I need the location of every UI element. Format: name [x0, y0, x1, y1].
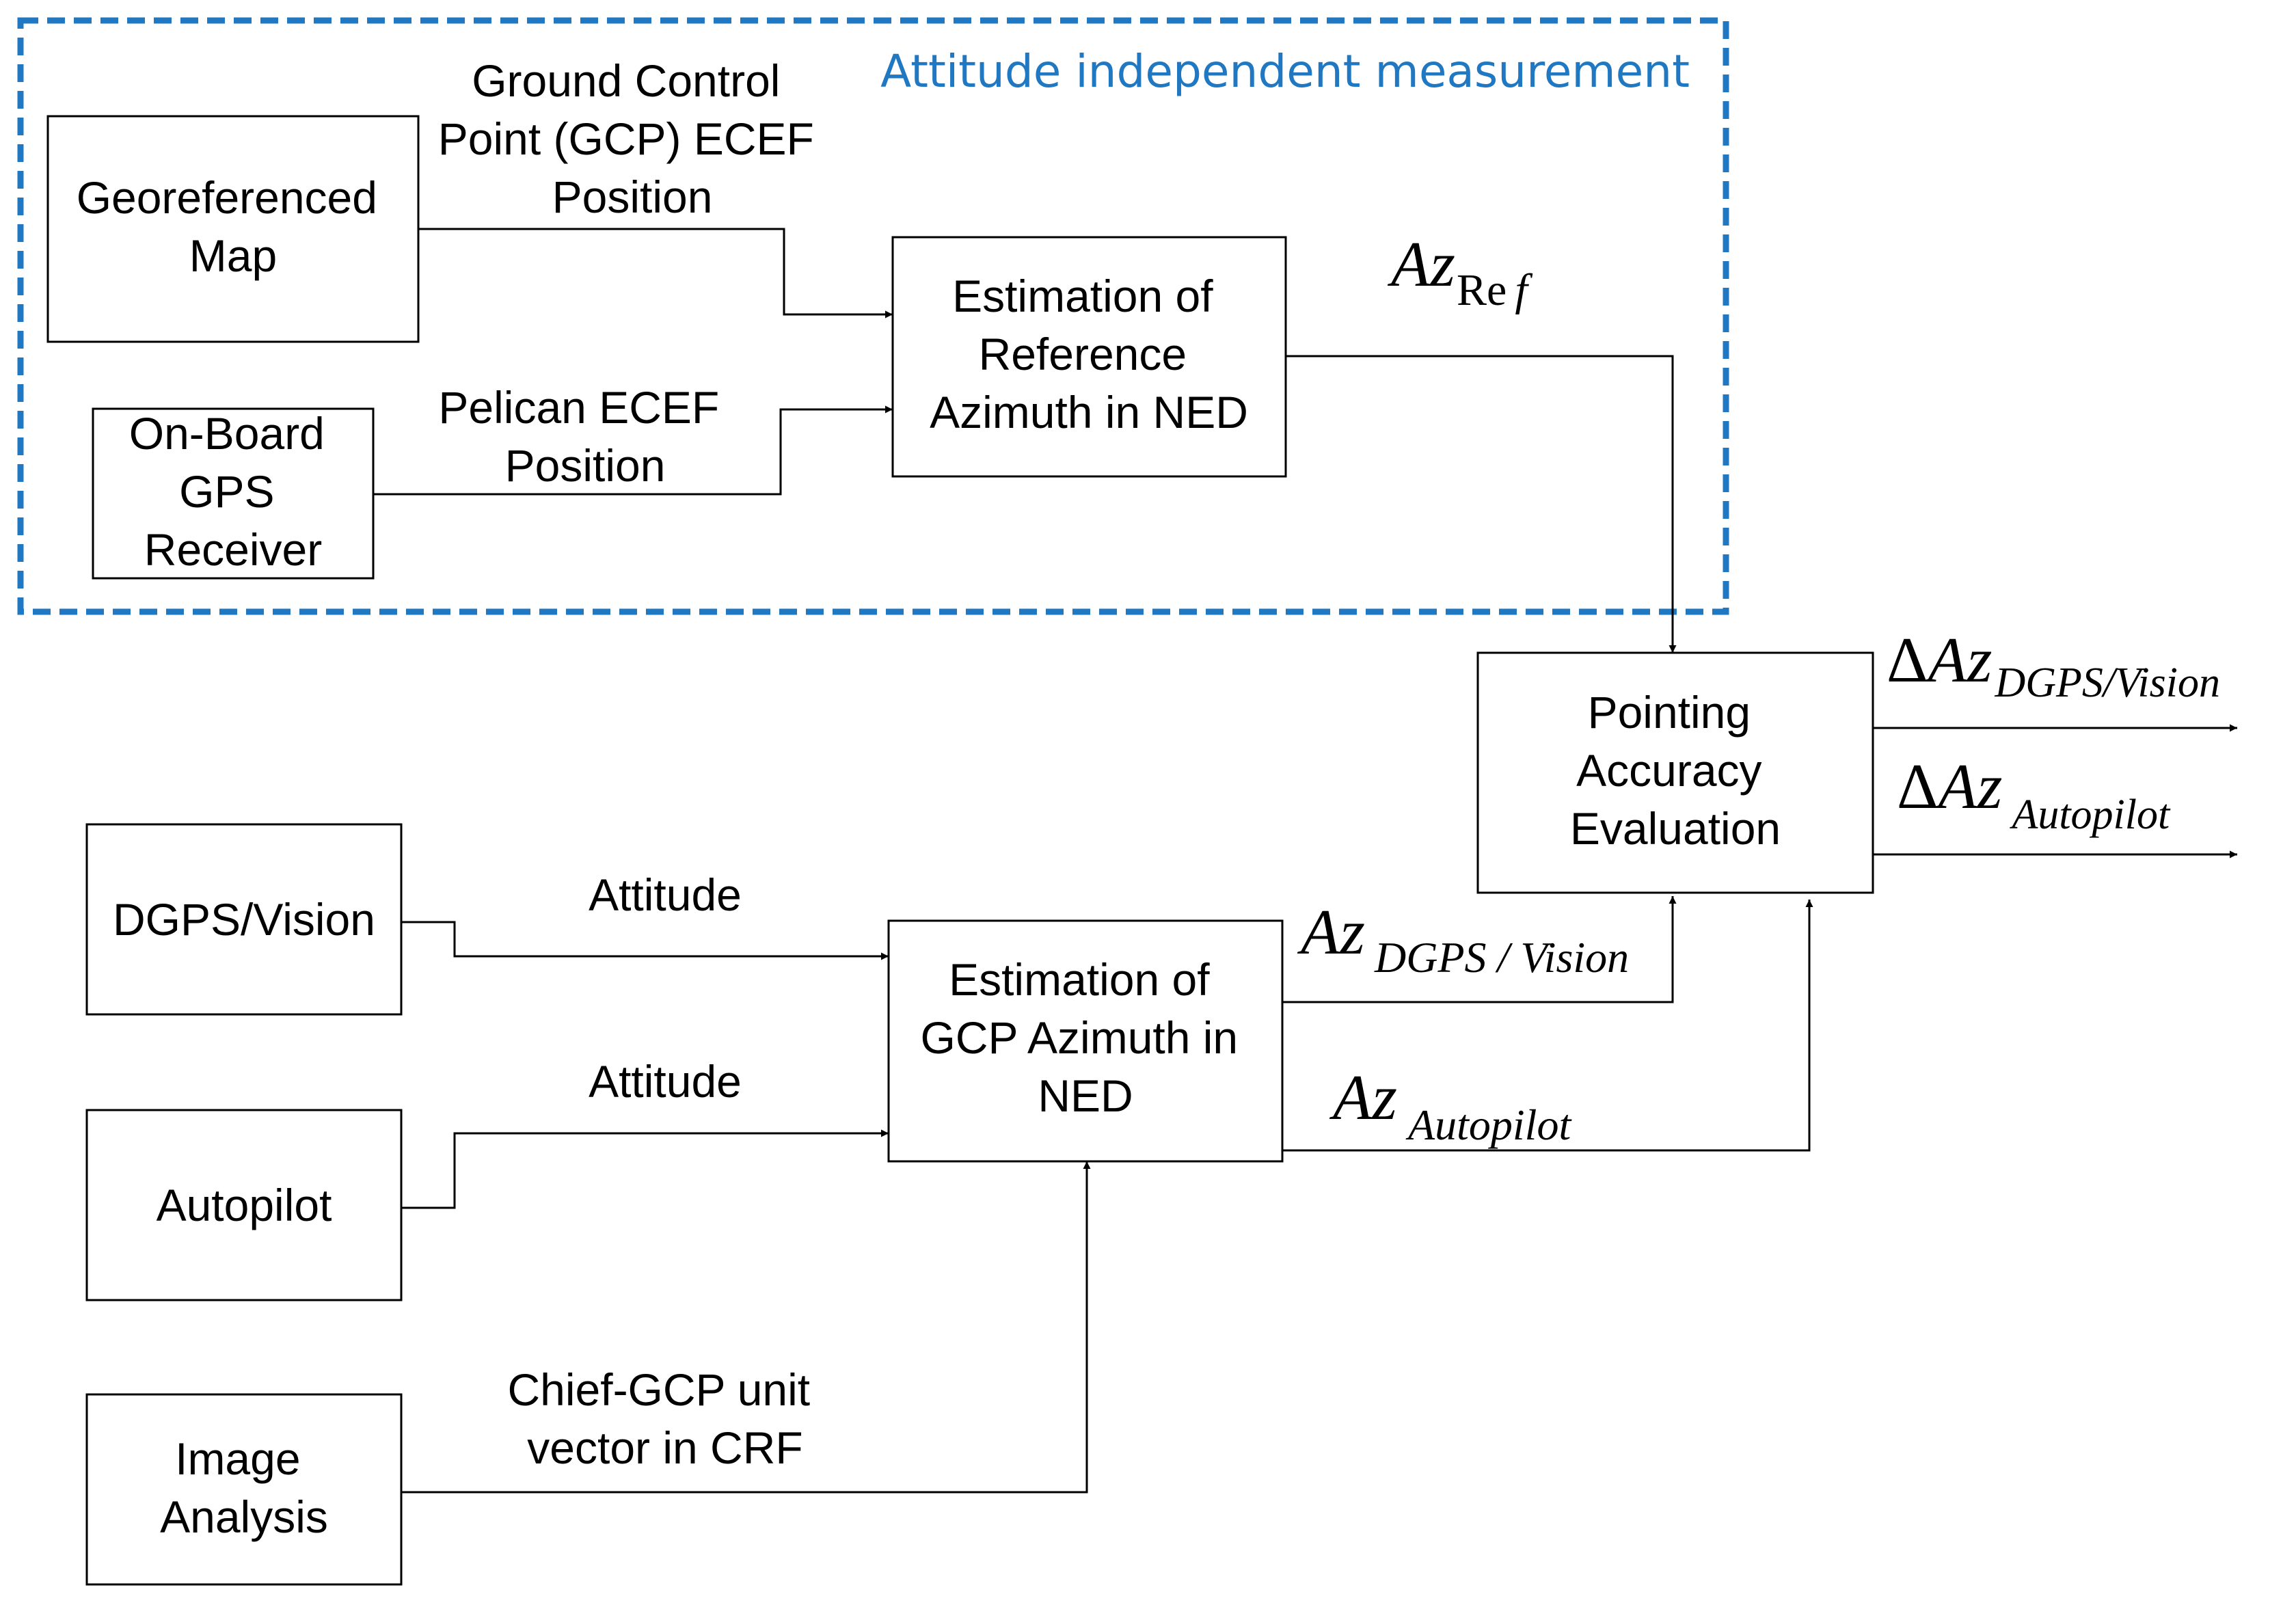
edge-dgps-to-gcp-az	[401, 921, 889, 960]
edge-image-to-gcp-az	[401, 1161, 1091, 1494]
image-analysis-block: Image Analysis	[85, 1393, 403, 1586]
block-label: Estimation of	[949, 954, 1210, 1005]
delta-az-dgps-vision-output-label: ΔAzDGPS/Vision	[1887, 625, 2220, 706]
block-label: Accuracy	[1576, 745, 1761, 796]
edge-gps-to-ref-az	[373, 405, 893, 496]
edge-map-to-ref-az	[418, 228, 893, 319]
pelican-position-label: Pelican ECEF Position	[438, 382, 731, 491]
svg-text:Pointing Accuracy: Pointing Accuracy Evaluation	[1570, 687, 1781, 854]
svg-text:On-Board GPS Recei: On-Board GPS Receiver	[129, 408, 337, 575]
edge-ref-az-to-eval	[1286, 355, 1677, 653]
attitude-independent-region	[17, 17, 1729, 615]
dgps-vision-block: DGPS/Vision	[85, 823, 403, 1016]
block-label: Image	[175, 1433, 300, 1484]
block-label: Autopilot	[157, 1180, 332, 1230]
block-label: Azimuth in NED	[930, 387, 1248, 437]
block-label: Receiver	[144, 524, 322, 575]
block-label: Map	[189, 230, 277, 281]
gcp-position-label: Ground Control Point (GCP) ECEF Position	[438, 55, 826, 222]
block-label: NED	[1038, 1070, 1133, 1121]
svg-text:Image Analysis: Image Analysis	[160, 1433, 328, 1542]
block-label: Pointing	[1588, 687, 1751, 738]
block-label: Analysis	[160, 1491, 328, 1542]
block-label: Georeferenced	[77, 172, 377, 223]
georeferenced-map-block: Georeferenced Map	[46, 115, 420, 343]
svg-text:Estimation of Reference: Estimation of Reference Azimuth in NED	[930, 271, 1248, 437]
block-label: DGPS/Vision	[113, 894, 375, 945]
edge-autopilot-to-gcp-az	[401, 1129, 889, 1209]
block-label: Reference	[979, 329, 1187, 379]
autopilot-block: Autopilot	[85, 1109, 403, 1301]
svg-text:Estimation of GCP Azimut: Estimation of GCP Azimuth in NED	[921, 954, 1251, 1121]
block-label: Estimation of	[952, 271, 1213, 321]
attitude-label-dgps: Attitude	[589, 869, 742, 920]
block-label: GCP Azimuth in	[921, 1012, 1239, 1063]
reference-azimuth-estimation-block: Estimation of Reference Azimuth in NED	[891, 236, 1287, 478]
edge-gcp-az-autopilot-to-eval	[1282, 900, 1813, 1152]
pointing-accuracy-evaluation-block: Pointing Accuracy Evaluation	[1476, 651, 1874, 894]
attitude-label-autopilot: Attitude	[589, 1056, 742, 1107]
onboard-gps-receiver-block: On-Board GPS Receiver	[92, 407, 375, 580]
svg-text:Georeferenced Map: Georeferenced Map	[77, 172, 390, 281]
block-label: Evaluation	[1570, 803, 1781, 854]
edge-gcp-az-dgps-to-eval	[1282, 896, 1677, 1003]
region-title: Attitude independent measurement	[880, 45, 1690, 98]
block-label: On-Board	[129, 408, 325, 459]
block-label: GPS	[179, 466, 274, 517]
gcp-azimuth-estimation-block: Estimation of GCP Azimuth in NED	[887, 919, 1284, 1163]
chief-gcp-vector-label: Chief-GCP unit vector in CRF	[508, 1364, 823, 1473]
